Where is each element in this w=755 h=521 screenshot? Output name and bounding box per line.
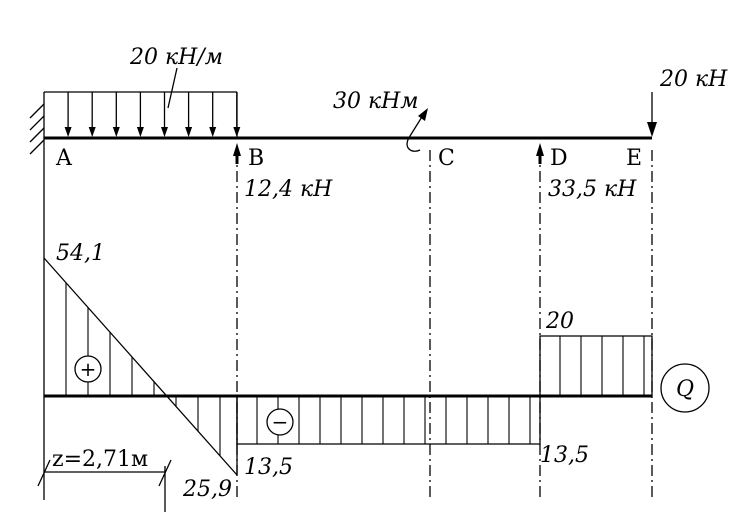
svg-text:Q: Q <box>676 377 694 402</box>
shear-value-b-right: 13,5 <box>244 455 293 480</box>
distributed-load-label: 20 кН/м <box>129 45 223 70</box>
reaction-d-label: 33,5 кН <box>548 177 637 202</box>
svg-text:−: − <box>272 410 289 434</box>
shear-value-a: 54,1 <box>56 241 105 266</box>
distributed-load <box>44 67 241 138</box>
z-dimension-label: z=2,71м <box>52 447 148 472</box>
fixed-support-a <box>29 92 45 210</box>
z-dimension <box>37 459 172 512</box>
shear-segment-bd <box>236 396 541 445</box>
point-label-a: A <box>55 146 73 171</box>
point-label-c: C <box>438 146 455 171</box>
shear-value-b-left: 25,9 <box>182 477 232 502</box>
force-e-label: 20 кН <box>659 67 728 92</box>
diagram-label-q: Q <box>660 363 710 413</box>
point-label-d: D <box>550 146 568 171</box>
svg-text:+: + <box>80 357 97 381</box>
shear-value-d-left: 13,5 <box>540 443 589 468</box>
load-leader-line <box>167 67 178 109</box>
moment-label: 30 кНм <box>333 89 419 114</box>
distributed-load-arrows <box>64 92 241 137</box>
force-arrow-e <box>647 92 657 137</box>
shear-segment-ab <box>43 257 238 476</box>
point-label-e: E <box>626 146 642 171</box>
point-label-b: B <box>248 146 264 171</box>
shear-value-d-right: 20 <box>545 309 574 334</box>
reaction-b-label: 12,4 кН <box>244 177 333 202</box>
shear-segment-de <box>539 335 653 396</box>
moment-arrow-c <box>406 108 428 152</box>
sign-negative: − <box>266 408 294 436</box>
sign-positive: + <box>74 355 102 383</box>
